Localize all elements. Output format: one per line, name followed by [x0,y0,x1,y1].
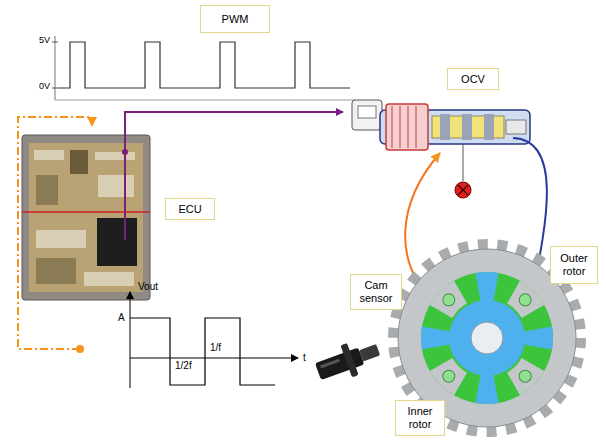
oil-control-valve-part [358,106,376,118]
oil-control-valve-part [463,144,464,181]
cam-signal-wire-part [18,117,92,349]
ecu-board-part [98,175,134,197]
signal-label: 0V [38,82,51,92]
pwm-signal-wire-part [125,112,343,240]
oil-control-valve-part [408,106,409,148]
pwm-signal-wire-part [122,149,128,155]
pwm-waveform-part [55,36,56,100]
cam-sensor-body [312,334,384,388]
cam-sensor-body-part [359,344,380,361]
label-box: Cam sensor [350,274,402,310]
oil-control-valve-part [484,114,494,140]
label-box: PWM [200,5,270,33]
oil-control-valve-part [506,120,526,134]
cam-output-waveform-part [130,318,275,385]
cam-signal-wire-part [76,345,84,353]
cam-sensor-body-part [320,359,340,369]
cam-phaser-part [476,272,499,303]
pwm-signal-wire [122,112,343,240]
ecu-board-part [36,175,58,205]
signal-label: Vout [137,281,159,292]
oil-control-valve-part [462,114,472,140]
ecu-board-part [34,150,64,160]
oil-control-valve-part [440,114,450,140]
ecu-board-part [22,135,150,300]
cam-phaser-part [421,327,452,350]
cam-phaser-part [476,373,499,404]
ecu-board-part [95,152,135,160]
oil-control-valve-part [386,104,428,150]
ecu-board [22,135,150,300]
cam-phaser-part [522,327,553,350]
cam-phaser-part [449,300,525,376]
signal-label: t [302,352,307,363]
pwm-waveform-part [58,42,350,88]
label-text: Cam sensor [354,279,398,304]
signal-label: 5V [38,36,51,46]
oil-control-valve-part [392,106,393,148]
cam-phaser-part [517,291,534,308]
cam-sensor-body-part [340,343,358,377]
cam-phaser-part [517,368,534,385]
pwm-waveform [52,36,355,100]
cam-output-waveform-part [130,292,131,388]
signal-label: 1/2f [174,360,193,371]
ecu-board-part [84,272,134,286]
oil-control-valve-part [455,182,471,198]
ecu-board-part [70,150,88,174]
label-box: ECU [165,198,215,220]
cam-phaser-part [440,291,457,308]
oil-control-valve-part [458,185,468,195]
cam-output-waveform-part [130,358,298,359]
ecu-board-part [36,258,76,284]
cam-output-waveform [130,292,298,388]
label-text: ECU [178,203,201,216]
pwm-waveform-part [55,100,355,101]
pwm-waveform-part [52,88,58,89]
cam-phaser-part [471,322,503,354]
ecu-board-part [22,211,150,213]
pwm-waveform-part [52,42,58,43]
label-box: Outer rotor [550,246,598,284]
label-text: PWM [222,13,249,26]
label-text: Inner rotor [399,405,441,430]
label-box: OCV [447,68,499,90]
oil-control-valve [352,100,530,198]
signal-label: 1/f [209,342,222,353]
ecu-board-part [36,230,86,248]
oil-control-valve-part [400,106,401,148]
signal-label: A [117,312,126,323]
oil-control-valve-part [416,106,417,148]
cam-phaser-part [421,272,553,404]
label-box: Inner rotor [395,400,445,436]
label-text: Outer rotor [554,252,594,277]
label-text: OCV [461,73,485,86]
ecu-board-part [97,218,137,266]
oil-control-valve-part [352,100,382,130]
cam-signal-wire [18,117,92,353]
cam-phaser-part [440,368,457,385]
